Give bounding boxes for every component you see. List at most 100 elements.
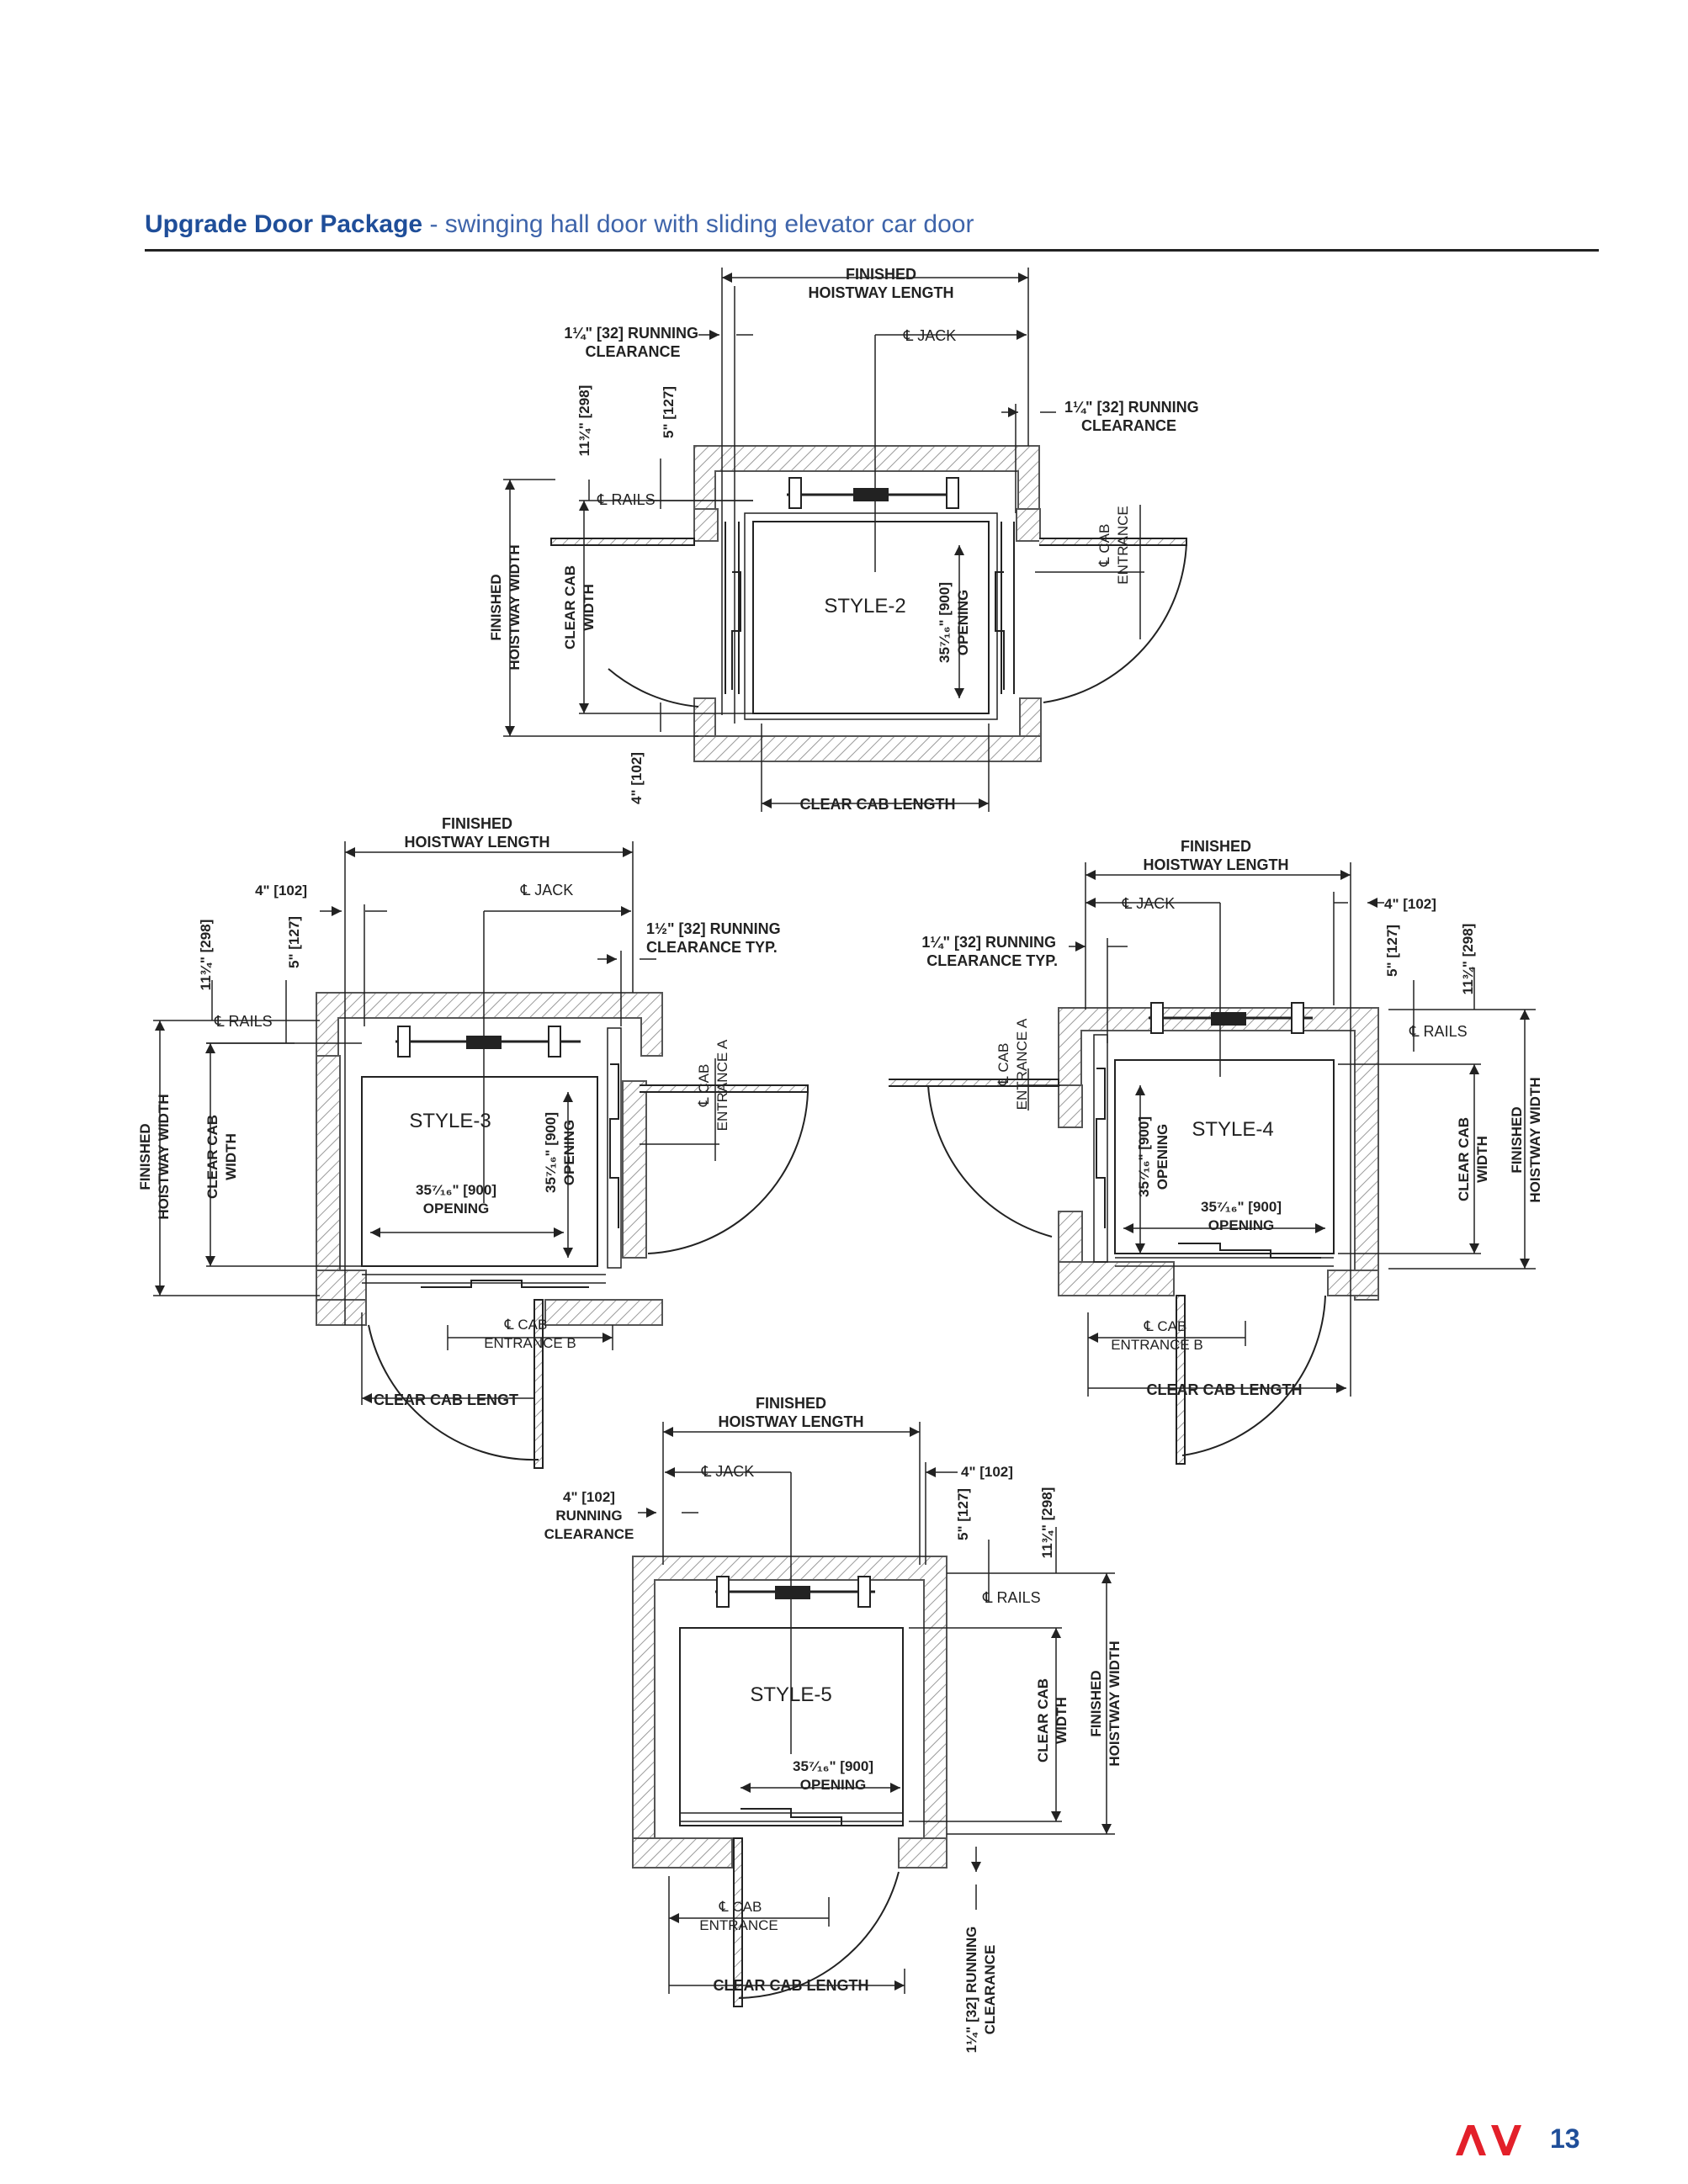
style-5-hoistway-width-1: FINISHED: [1088, 1670, 1104, 1736]
style-5-opening-2: OPENING: [800, 1777, 866, 1793]
style-5-running-clearance-left-1: 4" [102]: [563, 1489, 615, 1505]
style-2-cab-entrance-1: ℄ CAB: [1096, 524, 1112, 568]
style-4-hoistway-length-2: HOISTWAY LENGTH: [1143, 856, 1288, 873]
style-4-hoistway-width-2: HOISTWAY WIDTH: [1527, 1077, 1543, 1202]
style-3-labels: STYLE-3 FINISHED HOISTWAY LENGTH 4" [102…: [137, 815, 781, 1408]
style-3-running-clearance-2: CLEARANCE TYP.: [646, 939, 778, 956]
style-4-jack: ℄ JACK: [1122, 895, 1176, 912]
style-2-running-clearance-left-1: 1¼" [32] RUNNING: [564, 325, 698, 342]
style-5-name: STYLE-5: [750, 1683, 831, 1706]
style-4-labels: STYLE-4 FINISHED HOISTWAY LENGTH ℄ JACK …: [921, 838, 1543, 1398]
style-5-dim-127: 5" [127]: [955, 1488, 971, 1540]
style-2-running-clearance-left-2: CLEARANCE: [585, 343, 680, 360]
section-heading: Upgrade Door Package - swinging hall doo…: [145, 210, 1599, 252]
style-3-hoistway-width-2: HOISTWAY WIDTH: [156, 1094, 172, 1219]
style-3-clear-cab-length: CLEAR CAB LENGT: [374, 1392, 518, 1408]
style-2-running-clearance-right-1: 1¼" [32] RUNNING: [1064, 399, 1199, 416]
style-4-dim-298: 11¾" [298]: [1460, 924, 1476, 995]
style-3-opening-front-2: OPENING: [423, 1201, 489, 1217]
style-5-labels: STYLE-5 FINISHED HOISTWAY LENGTH ℄ JACK …: [544, 1395, 1123, 2053]
style-3-hoistway-width-1: FINISHED: [137, 1123, 153, 1190]
style-4-clear-cab-width-1: CLEAR CAB: [1456, 1117, 1472, 1201]
style-3-cab-entrance-a-2: ENTRANCE A: [714, 1039, 730, 1131]
style-5-clear-cab-width-1: CLEAR CAB: [1035, 1678, 1051, 1763]
heading-bold: Upgrade Door Package: [145, 210, 423, 238]
style-2-name: STYLE-2: [824, 595, 905, 618]
style-5-jack: ℄ JACK: [701, 1463, 755, 1480]
style-2-running-clearance-right-2: CLEARANCE: [1081, 417, 1176, 434]
style-4-rails: ℄ RAILS: [1409, 1023, 1468, 1040]
style-5-opening-1: 35⁷⁄₁₆" [900]: [793, 1758, 873, 1774]
style-3-running-clearance-1: 1½" [32] RUNNING: [646, 920, 781, 937]
style-5-hoistway-width-2: HOISTWAY WIDTH: [1107, 1641, 1123, 1766]
style-5-running-clearance-left-3: CLEARANCE: [544, 1526, 634, 1542]
heading-rule: [145, 249, 1599, 252]
style-4-plan: [889, 862, 1536, 1465]
style-3-opening-front-1: 35⁷⁄₁₆" [900]: [416, 1182, 496, 1198]
page-number: 13: [1550, 2123, 1580, 2154]
style-5-clear-cab-length: CLEAR CAB LENGTH: [714, 1977, 869, 1994]
style-5-hoistway-length-2: HOISTWAY LENGTH: [718, 1413, 863, 1430]
style-3-clear-cab-width-2: WIDTH: [223, 1133, 239, 1180]
style-4-opening-side-1: 35⁷⁄₁₆" [900]: [1136, 1116, 1152, 1197]
style-3-cab-entrance-b-1: ℄ CAB: [504, 1317, 548, 1333]
style-5-hoistway-length-1: FINISHED: [756, 1395, 826, 1412]
style-5-rails: ℄ RAILS: [982, 1589, 1041, 1606]
style-2-opening-1: 35⁷⁄₁₆" [900]: [937, 582, 953, 663]
style-3-dim-127: 5" [127]: [286, 916, 302, 968]
style-4-clear-cab-length: CLEAR CAB LENGTH: [1147, 1381, 1303, 1398]
style-4-opening-front-2: OPENING: [1208, 1217, 1274, 1233]
style-4-cab-entrance-b-2: ENTRANCE B: [1111, 1337, 1203, 1353]
style-2-clear-cab-width-2: WIDTH: [581, 584, 597, 631]
style-3-name: STYLE-3: [409, 1110, 491, 1132]
style-3-dim-102: 4" [102]: [255, 883, 307, 899]
style-5-running-clearance-left-2: RUNNING: [555, 1508, 622, 1524]
style-4-cab-entrance-a-2: ENTRANCE A: [1014, 1018, 1030, 1110]
style-4-cab-entrance-a-1: ℄ CAB: [995, 1043, 1011, 1087]
style-4-clear-cab-width-2: WIDTH: [1474, 1136, 1490, 1183]
style-4-cab-entrance-b-1: ℄ CAB: [1144, 1318, 1187, 1334]
style-5-cab-entrance-1: ℄ CAB: [719, 1899, 762, 1915]
style-2-hoistway-length-2: HOISTWAY LENGTH: [808, 284, 953, 301]
style-3-opening-side-1: 35⁷⁄₁₆" [900]: [543, 1112, 559, 1193]
style-2-cab-entrance-2: ENTRANCE: [1115, 506, 1131, 585]
style-4-opening-side-2: OPENING: [1155, 1124, 1170, 1190]
style-4-hoistway-length-1: FINISHED: [1181, 838, 1251, 855]
style-3-hoistway-length-2: HOISTWAY LENGTH: [404, 834, 549, 851]
style-3-hoistway-length-1: FINISHED: [442, 815, 512, 832]
style-2-dim-127: 5" [127]: [661, 386, 677, 438]
style-5-clear-cab-width-2: WIDTH: [1054, 1697, 1070, 1744]
style-3-clear-cab-width-1: CLEAR CAB: [204, 1115, 220, 1199]
style-4-running-clearance-1: 1¼" [32] RUNNING: [921, 934, 1056, 951]
style-5-dim-298: 11¾" [298]: [1039, 1487, 1055, 1559]
style-5-running-clearance-bottom-2: CLEARANCE: [982, 1945, 998, 2035]
style-4-name: STYLE-4: [1192, 1118, 1273, 1141]
style-2-dim-102: 4" [102]: [629, 752, 645, 804]
style-4-opening-front-1: 35⁷⁄₁₆" [900]: [1201, 1199, 1282, 1215]
av-logo-icon: [1456, 2125, 1521, 2155]
style-2-hoistway-length-1: FINISHED: [846, 266, 916, 283]
style-2-labels: STYLE-2 FINISHED HOISTWAY LENGTH 1¼" [32…: [488, 266, 1199, 813]
style-3-jack: ℄ JACK: [520, 882, 574, 899]
style-2-hoistway-width-1: FINISHED: [488, 574, 504, 640]
style-2-clear-cab-length: CLEAR CAB LENGTH: [800, 796, 956, 813]
style-3-dim-298: 11¾" [298]: [198, 920, 214, 991]
style-2-clear-cab-width-1: CLEAR CAB: [562, 565, 578, 649]
style-5-running-clearance-bottom-1: 1¼" [32] RUNNING: [963, 1927, 979, 2054]
style-4-dim-102: 4" [102]: [1384, 896, 1436, 912]
style-5-dim-102: 4" [102]: [961, 1464, 1013, 1480]
style-4-hoistway-width-1: FINISHED: [1509, 1106, 1525, 1173]
style-3-cab-entrance-a-1: ℄ CAB: [696, 1064, 712, 1108]
heading-rest: - swinging hall door with sliding elevat…: [422, 210, 974, 238]
style-2-hoistway-width-2: HOISTWAY WIDTH: [507, 544, 523, 670]
style-2-plan: [503, 268, 1187, 812]
style-4-dim-127: 5" [127]: [1384, 925, 1400, 977]
style-2-jack: ℄ JACK: [903, 327, 957, 344]
style-5-cab-entrance-2: ENTRANCE: [699, 1917, 778, 1933]
style-5-plan: [632, 1422, 1115, 2007]
style-2-opening-2: OPENING: [955, 590, 971, 655]
style-4-running-clearance-2: CLEARANCE TYP.: [926, 952, 1058, 969]
style-3-opening-side-2: OPENING: [561, 1120, 577, 1185]
